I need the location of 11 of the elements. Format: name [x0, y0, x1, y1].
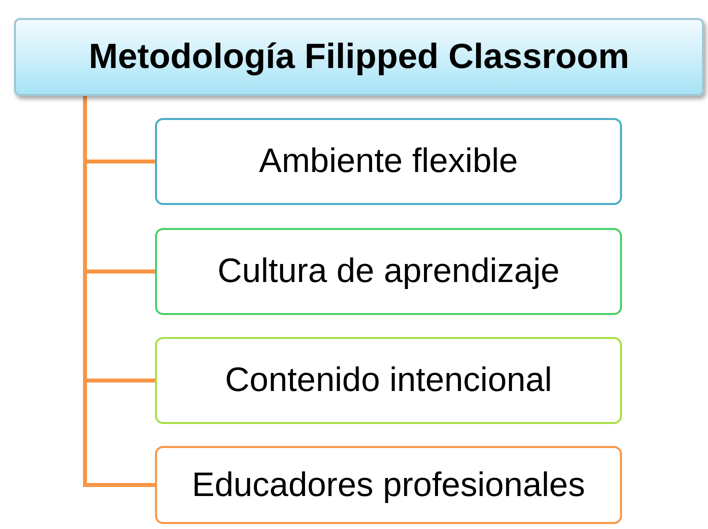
item-label: Cultura de aprendizaje — [217, 251, 560, 292]
title-text: Metodología Filipped Classroom — [88, 36, 630, 78]
item-box — [155, 337, 622, 424]
title-box — [14, 18, 704, 96]
item-label: Contenido intencional — [224, 360, 552, 401]
connector-line — [83, 96, 155, 487]
item-label: Ambiente flexible — [259, 141, 518, 182]
item-label: Educadores profesionales — [192, 464, 586, 506]
item-box — [155, 446, 622, 524]
item-box — [155, 118, 622, 205]
item-box — [155, 228, 622, 315]
